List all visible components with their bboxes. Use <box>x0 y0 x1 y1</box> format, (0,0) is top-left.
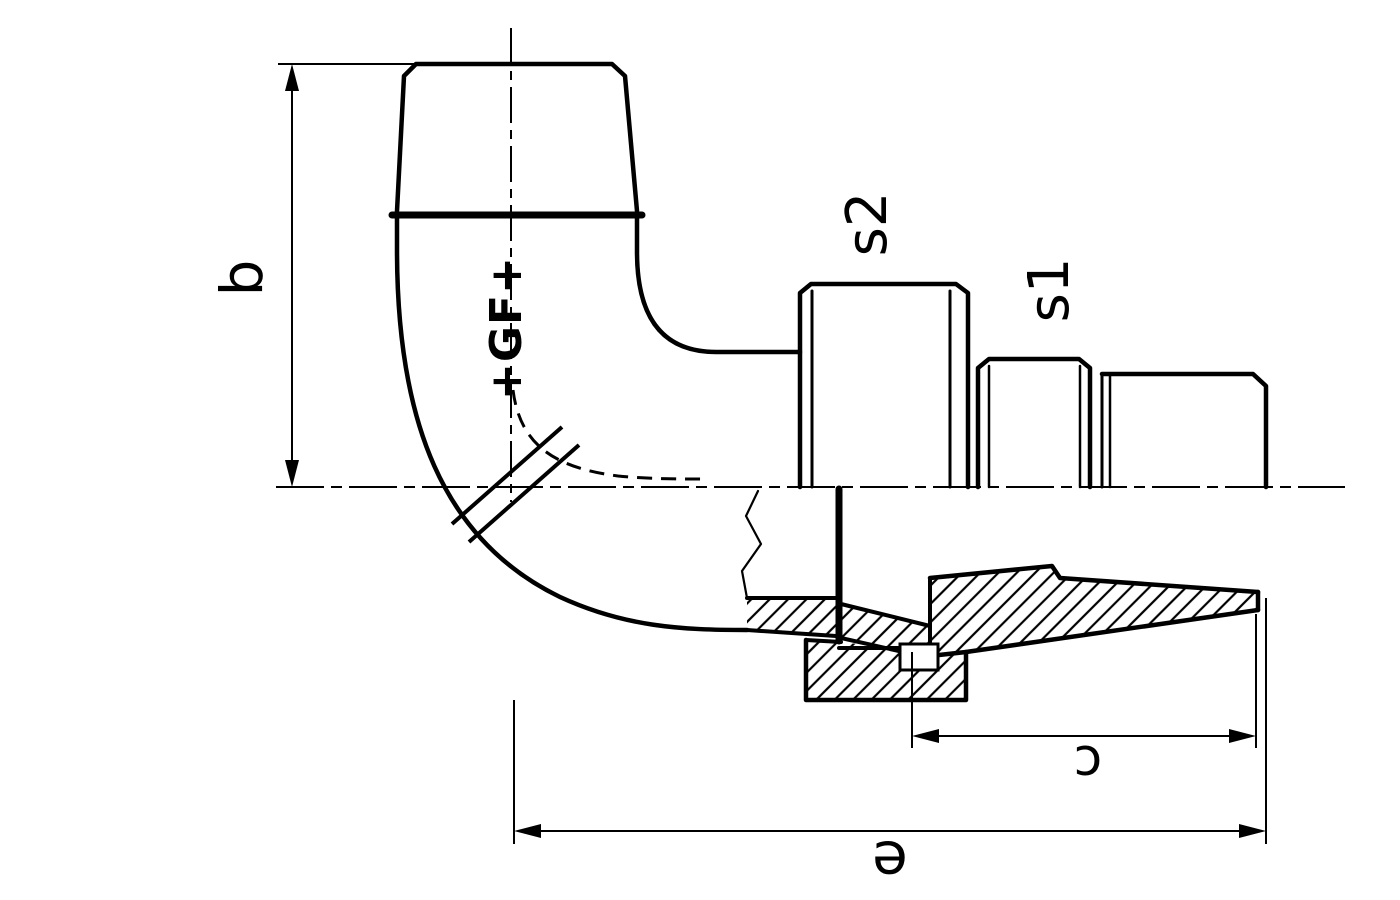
section-tail-outline-top <box>927 563 1261 595</box>
inner-bore-dashed-curve <box>511 389 703 481</box>
gf-logo: +GF+ <box>481 256 532 400</box>
section-break-zigzag <box>740 489 763 600</box>
wrench-s2-label: s2 <box>835 192 900 257</box>
section-tail-outline-bottom <box>927 607 1261 659</box>
dimension-e-arrow-left <box>514 824 541 838</box>
dimension-b-arrow-up <box>285 64 299 91</box>
section-strip-bottom-left <box>745 628 838 638</box>
dimension-b-arrow-down <box>285 460 299 487</box>
break-strip-line-1 <box>450 425 564 526</box>
section-wall-strip-left <box>747 598 836 636</box>
section-hex-block-top <box>804 638 843 644</box>
hex-s1-outline <box>975 356 1093 490</box>
dimension-c-arrow-right <box>1229 729 1256 743</box>
elbow-outer-curve <box>394 212 750 633</box>
section-strip-top-mid <box>839 602 932 628</box>
wrench-s1-label: s1 <box>1017 258 1082 323</box>
section-hex-block-outline <box>803 637 969 703</box>
fitting-outline <box>388 61 1269 633</box>
section-notch <box>898 642 940 672</box>
break-strip-line-2 <box>467 443 581 544</box>
dimension-e-label: e <box>872 828 908 896</box>
top-thread-outline <box>394 61 640 214</box>
dimension-b-label: b <box>208 260 276 297</box>
dimension-e <box>513 598 1267 844</box>
dimension-c-arrow-left <box>912 729 939 743</box>
dimension-b <box>278 63 416 487</box>
dimension-c-label: c <box>1074 733 1103 793</box>
right-thread-outline <box>1099 371 1269 490</box>
dimension-e-arrow-right <box>1239 824 1266 838</box>
elbow-inner-curve <box>634 212 803 355</box>
section-hose-tail <box>930 566 1258 656</box>
hex-s2-outline <box>797 281 971 490</box>
dimension-c <box>911 614 1257 748</box>
hidden-lines <box>450 389 703 544</box>
section-view <box>740 485 1261 703</box>
